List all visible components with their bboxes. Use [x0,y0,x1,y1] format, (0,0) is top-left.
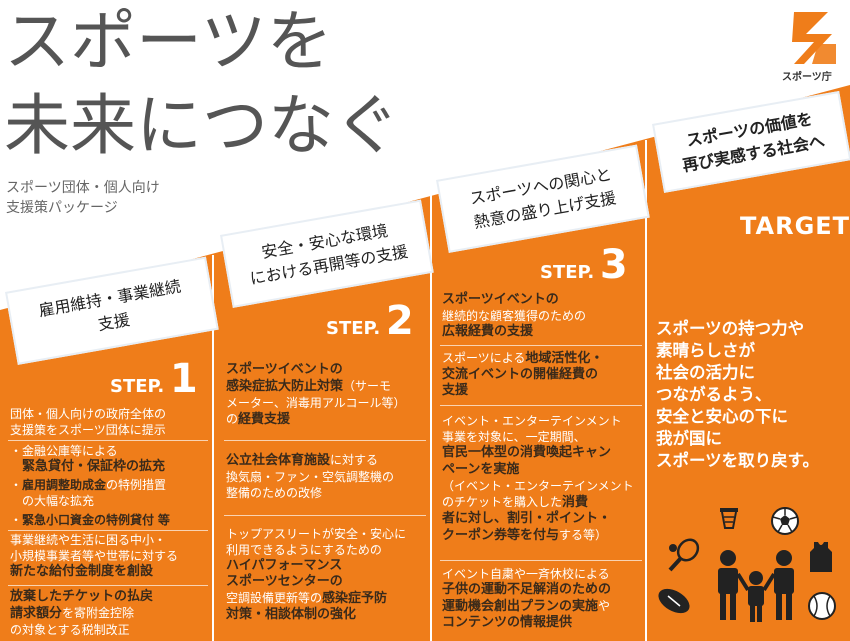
tennis-icon [668,538,700,572]
target-label: TARGET [740,212,850,240]
step3-item-exercise-plan: イベント自粛や一斉休校による 子供の運動不足解消のための 運動機会創出プランの実… [442,567,612,630]
divider [8,440,208,441]
step1-item-emergency-loan: ・金融公庫等による 緊急貸付・保証枠の拡充 [10,444,166,474]
divider [440,405,642,406]
step2-item-high-performance-center: トップアスリートが安全・安心に 利用できるようにするための ハイパフォーマンス … [226,527,407,622]
soccer-ball-icon [771,507,799,535]
goal-text: スポーツの持つ力や 素晴らしさが 社会の活力に つながるよう、 安全と安心の下に… [656,319,820,470]
step2-label: STEP. 2 [326,298,414,344]
step1-item-benefit-system: 事業継続や生活に困る中小・ 小規模事業者等や世帯に対する 新たな給付金制度を創設 [10,533,179,579]
baseball-icon [808,592,836,620]
step1-label: STEP. 1 [110,356,198,402]
step1-item-tax-reform: 放棄したチケットの払戻 請求額分を寄附金控除 の対象とする税制改正 [10,589,154,637]
step2-item-infection-control: スポーツイベントの 感染症拡大防止対策（サーモ メーター、消毒用アルコール等） … [226,362,406,427]
divider [440,345,642,346]
basketball-icon [720,508,738,529]
step1-item-small-fund: ・緊急小口資金の特例貸付 等 [10,513,170,527]
page-title: スポーツを 未来につなぐ [4,3,400,164]
logo-text: スポーツ庁 [782,72,832,83]
step2-item-public-facility: 公立社会体育施設に対する 換気扇・ファン・空気調整機の 整備のための改修 [226,453,395,500]
divider [8,585,208,586]
page-subtitle: スポーツ団体・個人向け 支援策パッケージ [6,180,160,216]
step1-item-employment-subsidy: ・雇用調整助成金の特例措置 の大幅な拡充 [10,478,167,508]
divider [440,560,642,561]
jersey-icon [810,542,832,572]
sports-agency-logo [792,12,836,64]
family-icon [718,550,794,622]
step3-item-regional-activation: スポーツによる地域活性化・ 交流イベントの開催経費の 支援 [442,351,604,398]
rugby-ball-icon [658,588,690,614]
step1-item-government-support: 団体・個人向けの政府全体の 支援策をスポーツ団体に提示 [10,407,167,437]
divider [224,515,426,516]
step3-label: STEP. 3 [540,242,628,288]
divider [224,440,426,441]
divider [8,530,208,531]
step3-item-consumption-campaign: イベント・エンターテインメント 事業を対象に、一定期間、 官民一体型の消費喚起キ… [442,414,634,543]
step3-item-advertising: スポーツイベントの 継続的な顧客獲得のための 広報経費の支援 [442,292,587,339]
